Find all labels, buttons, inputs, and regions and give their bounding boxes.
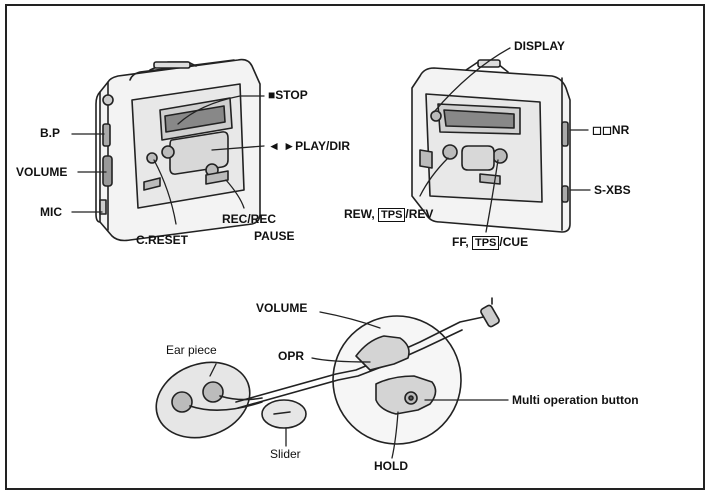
label-volume-unit: VOLUME	[16, 165, 68, 179]
label-rec-rec: REC/REC	[222, 212, 277, 226]
cassette-player-left	[95, 58, 261, 242]
label-rew-prefix: REW,	[344, 207, 379, 221]
leader-lines-top	[71, 47, 591, 233]
label-rew-tps-rev: REW, TPS/REV	[344, 208, 433, 222]
label-multi-operation-button: Multi operation button	[512, 393, 639, 407]
label-rew-suffix: /REV	[405, 207, 434, 221]
label-ff-tps: TPS	[472, 236, 500, 250]
label-rew-tps: TPS	[378, 208, 406, 222]
remote-assembly	[155, 297, 509, 459]
label-mic: MIC	[40, 205, 62, 219]
label-opr: OPR	[278, 349, 305, 363]
label-ear-piece: Ear piece	[166, 343, 217, 357]
label-ff-prefix: FF,	[452, 235, 472, 249]
label-hold: HOLD	[374, 459, 408, 473]
label-stop: ■STOP	[268, 88, 308, 102]
label-slider: Slider	[270, 447, 301, 461]
label-dnr: ◻◻NR	[592, 123, 630, 137]
label-ff-tps-cue: FF, TPS/CUE	[452, 236, 528, 250]
label-bp: B.P	[40, 126, 61, 140]
label-c-reset: C.RESET	[136, 233, 189, 247]
label-play-dir: ◄ ►PLAY/DIR	[268, 139, 350, 153]
cassette-player-right	[411, 59, 571, 233]
label-display: DISPLAY	[514, 39, 565, 53]
label-pause: PAUSE	[254, 229, 295, 243]
label-s-xbs: S-XBS	[594, 183, 631, 197]
label-ff-suffix: /CUE	[499, 235, 529, 249]
diagram-frame	[5, 4, 705, 490]
label-volume-remote: VOLUME	[256, 301, 308, 315]
